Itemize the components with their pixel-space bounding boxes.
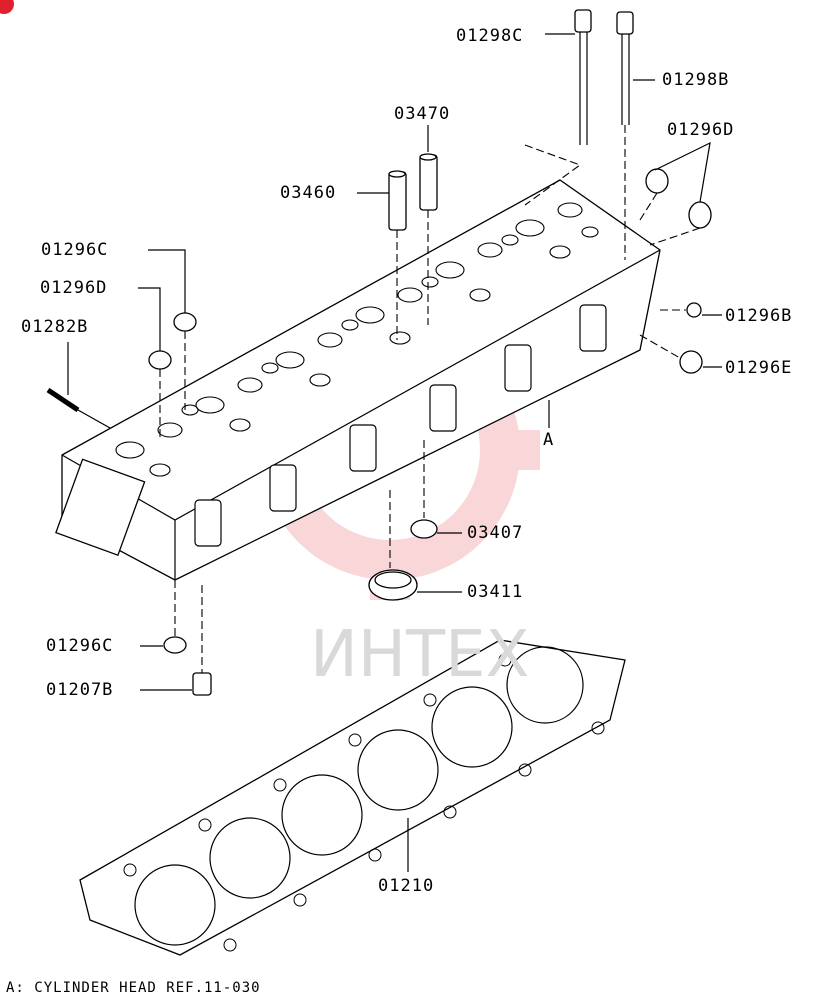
label-03460: 03460 [280, 183, 337, 203]
diagram-caption: A: CYLINDER HEAD REF.11-030 [6, 980, 261, 996]
label-01296d-left: 01296D [40, 278, 108, 298]
seal-03407 [410, 519, 438, 539]
label-ref-a: A [543, 430, 555, 450]
ring-01296e [679, 350, 703, 374]
ring-01296d-left [148, 350, 172, 370]
bolt-01298b [616, 11, 634, 125]
label-01296b: 01296B [725, 306, 793, 326]
bolt-01298c [574, 9, 592, 145]
sleeve-03470 [419, 153, 438, 211]
cylinder-head [55, 179, 661, 581]
plug-01207b [192, 672, 212, 696]
label-01282b: 01282B [21, 317, 89, 337]
ring-01296b [686, 302, 702, 318]
stud-01282b [46, 387, 80, 413]
label-01296d-top: 01296D [667, 120, 735, 140]
label-01298b: 01298B [662, 70, 730, 90]
head-gasket-01210 [79, 639, 626, 956]
ring-01296d-a [645, 168, 669, 194]
ring-01296d-b [688, 201, 712, 229]
label-01207b: 01207B [46, 680, 114, 700]
label-01296c-top: 01296C [41, 240, 109, 260]
watermark-text: ИНТЕХ [310, 618, 530, 692]
label-01298c: 01298C [456, 26, 524, 46]
label-03407: 03407 [467, 523, 524, 543]
label-03411: 03411 [467, 582, 524, 602]
ring-01296c-bottom [163, 636, 187, 654]
sleeve-03460 [388, 170, 407, 231]
seal-03411 [368, 569, 418, 601]
corner-badge [0, 0, 14, 14]
label-01296e: 01296E [725, 358, 793, 378]
label-01210: 01210 [378, 876, 435, 896]
label-01296c-bottom: 01296C [46, 636, 114, 656]
ring-01296c-top [173, 312, 197, 332]
label-03470: 03470 [394, 104, 451, 124]
